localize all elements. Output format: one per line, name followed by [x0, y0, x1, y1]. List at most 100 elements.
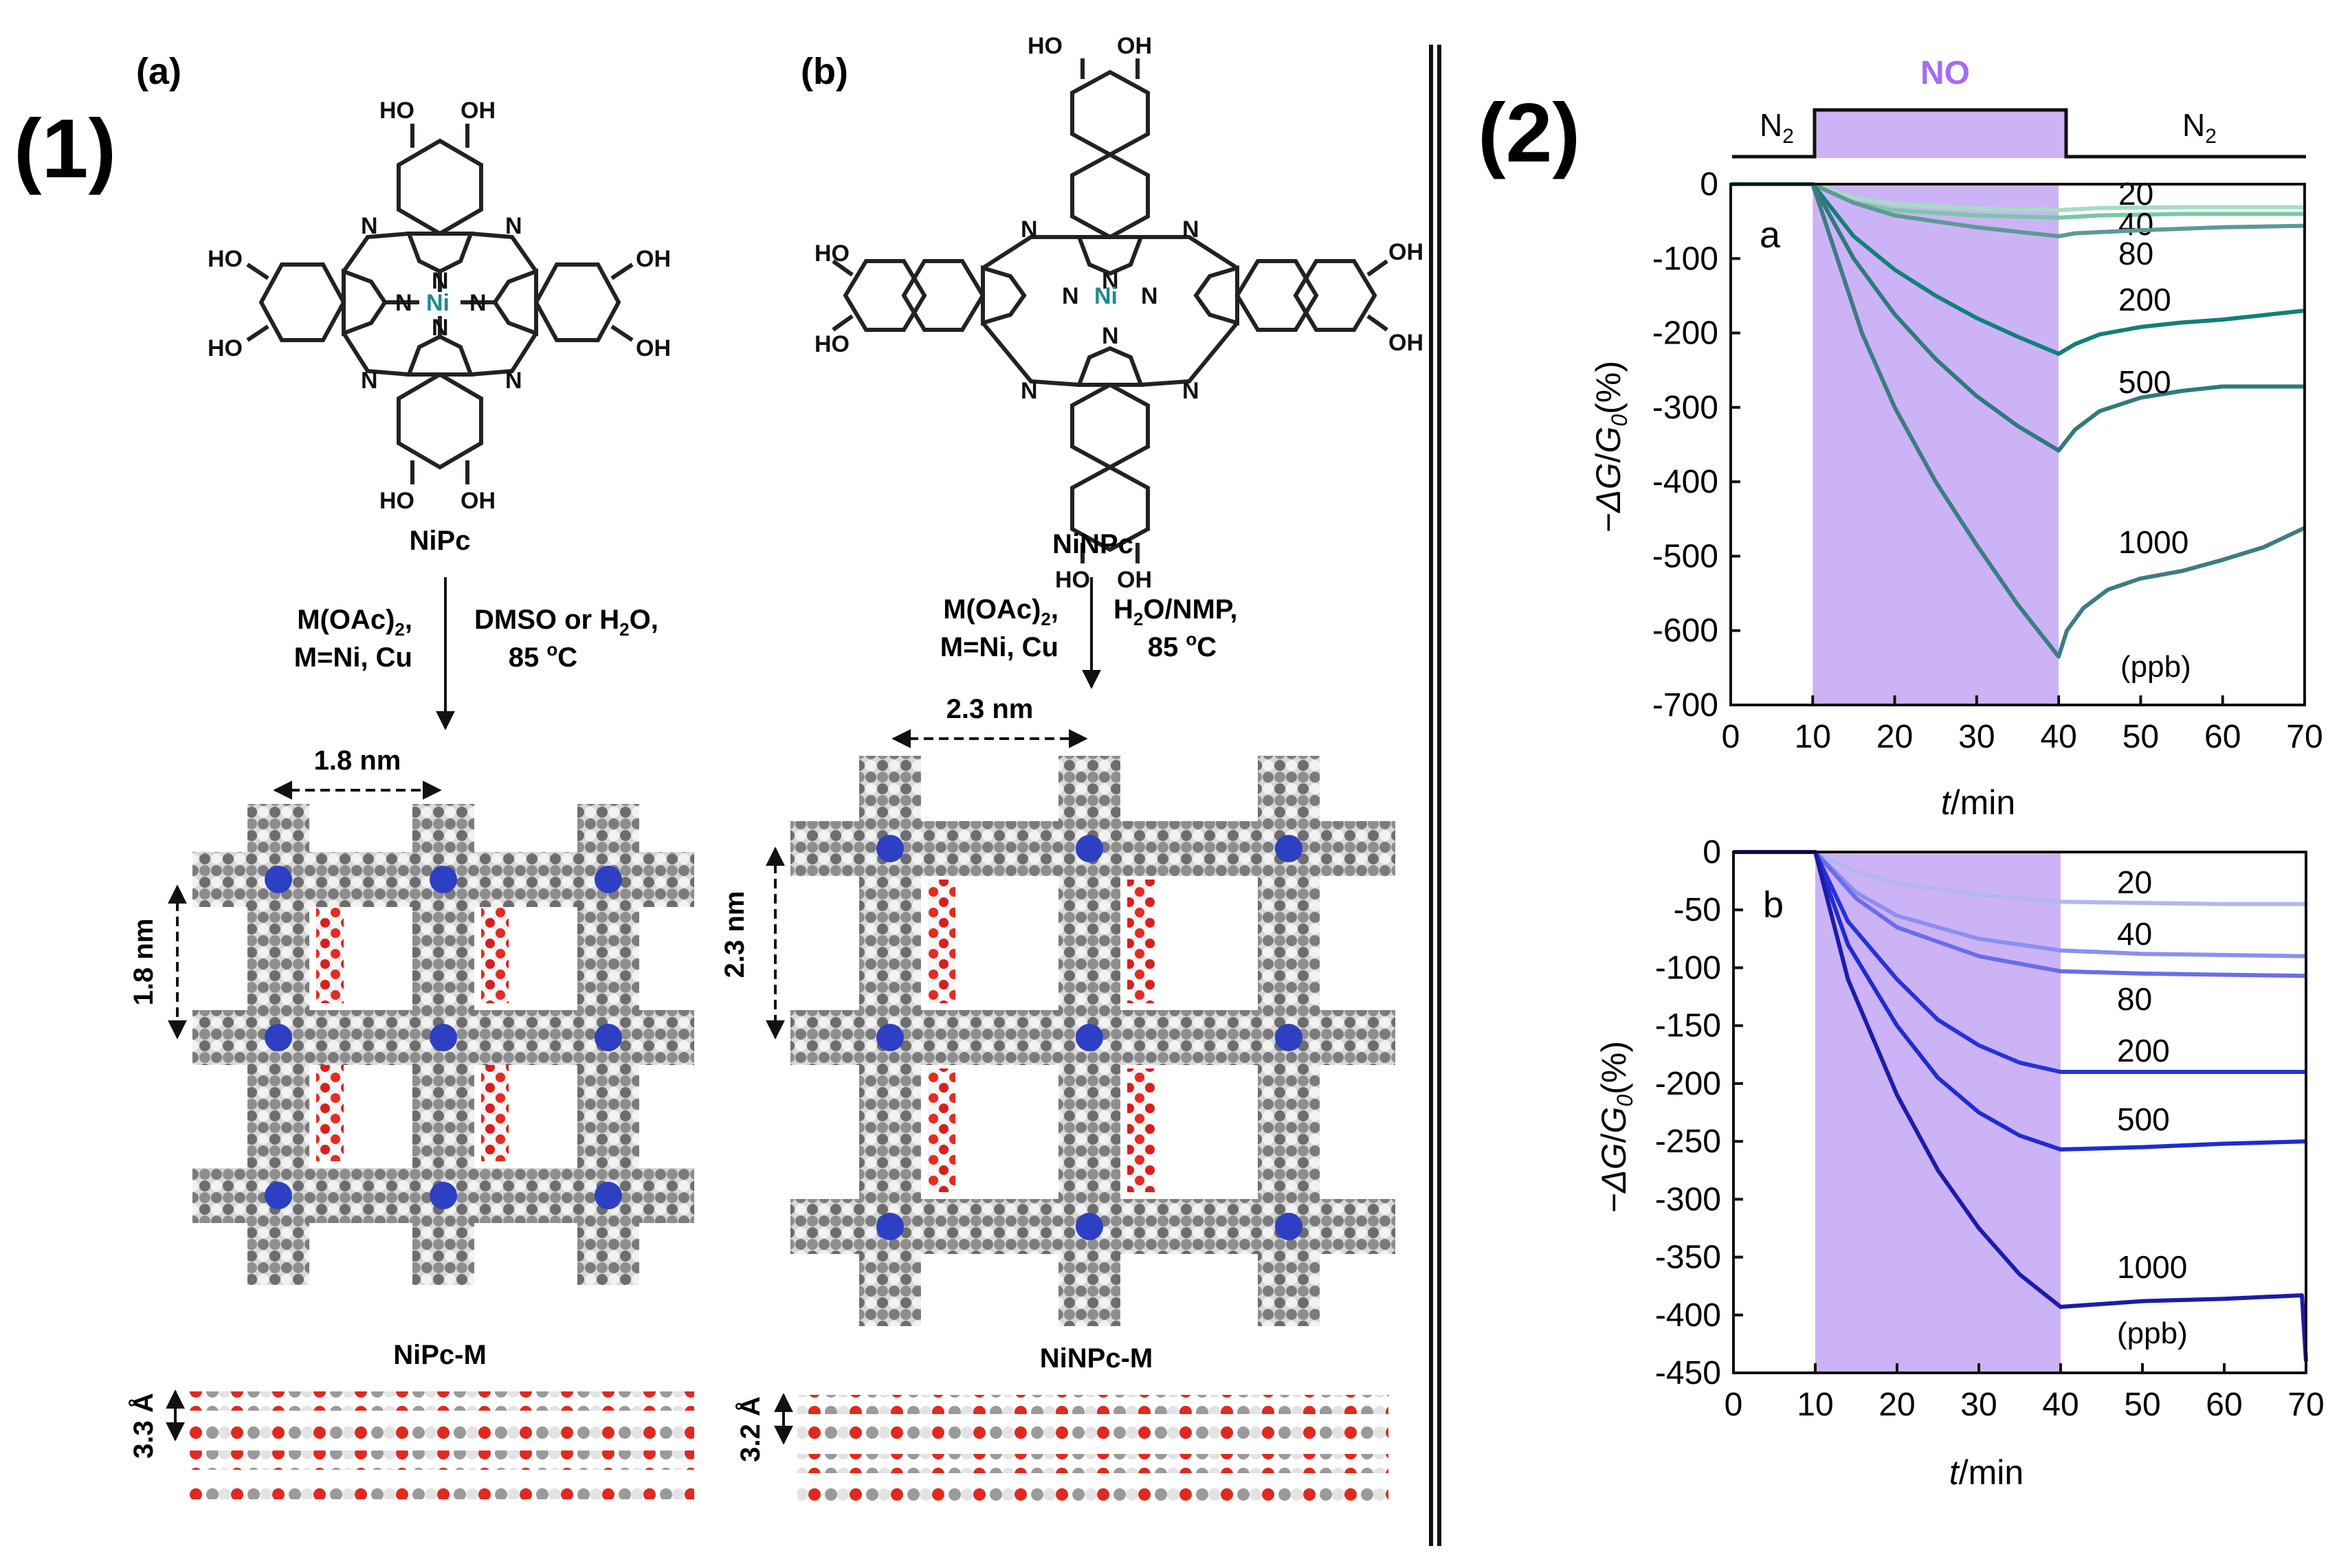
chart-b-series-label-200: 200 [2117, 1033, 2170, 1068]
nipc-n-3: N [361, 368, 378, 394]
chart-b-x-axis-label: t/min [1949, 1453, 2024, 1492]
gas-pulse-before: N2 [1760, 107, 1794, 148]
gas-pulse-during: NO [1920, 55, 1970, 91]
ninpc-frame-node-4 [876, 1024, 904, 1051]
nipc-metal: Ni [426, 290, 450, 316]
ninpc-reagent-2: M=Ni, Cu [940, 632, 1058, 662]
chart-b-series-label-500: 500 [2117, 1101, 2170, 1137]
ninpc-oh-right-1: OH [1388, 239, 1423, 265]
ninpc-ho-left-2: HO [814, 331, 850, 357]
chart-b-panel-letter: b [1763, 884, 1784, 926]
ninpc-frame-node-9 [1275, 1213, 1303, 1240]
panel-1-label: (1) [14, 102, 116, 195]
nipc-oh-right-1: OH [636, 246, 671, 272]
ninpc-n-6: N [1102, 323, 1119, 349]
nipc-layer-1 [189, 1391, 694, 1411]
chart-b-y-tick-label: -350 [1655, 1240, 1721, 1276]
chart-b-series-label-40: 40 [2117, 916, 2152, 952]
chart-a-series-label-1000: 1000 [2118, 524, 2188, 560]
nipc-n-7: N [395, 290, 412, 316]
ninpc-pyrrole-left [981, 265, 1027, 326]
chart-a-series-label-500: 500 [2118, 364, 2171, 400]
chart-b-y-tick-label: -200 [1655, 1066, 1721, 1102]
ninpc-frame-depth-4 [1127, 1068, 1155, 1192]
nipc-ho-bottom: HO [379, 488, 414, 514]
nipc-layer-3 [189, 1451, 694, 1470]
ninpc-aza-bridge-2 [1141, 235, 1239, 270]
chart-a-y-tick-label: -200 [1652, 315, 1718, 352]
ninpc-solvent: H2O/NMP, [1113, 594, 1237, 629]
nipc-pyrrole-top [406, 232, 474, 274]
chart-b-x-tick-label: 60 [2206, 1387, 2242, 1423]
ninpc-aza-bridge-3 [981, 322, 1080, 387]
nipc-n-2: N [505, 213, 522, 239]
chart-a-unit-note: (ppb) [2120, 650, 2191, 684]
ninpc-ring-left-2 [901, 259, 986, 332]
ninpc-frame-node-7 [876, 1213, 904, 1240]
chart-a-series-500 [1731, 182, 2305, 453]
ninpc-n-8: N [1141, 283, 1158, 309]
ninpc-aza-bridge-1 [982, 235, 1079, 270]
chart-a-x-tick-label: 40 [2040, 719, 2076, 755]
chart-a-series-200 [1731, 182, 2305, 356]
chart-b-series-200 [1733, 850, 2306, 1074]
nipc-oh-right-2: OH [636, 335, 671, 361]
ninpc-layer-2 [797, 1424, 1388, 1444]
nipc-framework-name: NiPc-M [393, 1340, 487, 1370]
nipc-pyrrole-left [342, 268, 388, 337]
nipc-n-1: N [361, 213, 378, 239]
panel-1b-label: (b) [801, 51, 848, 92]
ninpc-ho-left-1: HO [814, 240, 850, 267]
nipc-layer-4 [189, 1480, 694, 1499]
ninpc-atom-labels: HO OH HO OH HO HO OH OH N N N N N N N N … [814, 33, 1423, 593]
chart-a-x-tick-label: 50 [2122, 719, 2159, 755]
gas-pulse-diagram: N2 NO N2 [1732, 55, 2306, 159]
nipc-solvent: DMSO or H2O, [474, 605, 658, 640]
ninpc-pyrrole-right [1193, 265, 1239, 326]
nipc-ring-bottom [397, 372, 483, 470]
chart-a-series-80 [1731, 182, 2305, 238]
nipc-frame-node-1 [265, 866, 292, 893]
nipc-ring-top [397, 138, 483, 236]
ninpc-ho-bottom: HO [1055, 567, 1090, 593]
chart-a-x-tick-label: 20 [1876, 719, 1913, 755]
nipc-ho-left-1: HO [208, 246, 243, 272]
nipc-frame-depth-2 [481, 907, 509, 1003]
nipc-frame-depth-4 [481, 1065, 509, 1161]
chart-b-y-tick-label: 0 [1703, 834, 1721, 871]
nipc-structure [246, 124, 634, 484]
chart-b-series-label-20: 20 [2117, 864, 2152, 900]
chart-b-series-label-1000: 1000 [2117, 1249, 2187, 1285]
ninpc-pore-height-label: 2.3 nm [720, 891, 750, 978]
ninpc-frame-node-6 [1275, 1024, 1303, 1051]
chart-b-x-tick-label: 50 [2124, 1387, 2160, 1423]
nipc-frame-node-9 [595, 1182, 622, 1209]
ninpc-layer-1 [797, 1395, 1388, 1414]
ninpc-n-2: N [1182, 216, 1199, 243]
chart-b-y-axis-label: −ΔG/G0(%) [1595, 1041, 1637, 1213]
chart-b-frame [1732, 851, 2307, 1374]
nipc-reagent-2: M=Ni, Cu [294, 642, 412, 673]
chart-b-series-500 [1733, 850, 2307, 1152]
chart-b-series-80 [1733, 850, 2307, 978]
ninpc-structure [832, 58, 1388, 563]
nipc-ring-left [258, 262, 346, 342]
ninpc-ring-top-2 [1070, 152, 1150, 240]
chart-a-no-window [1813, 184, 2059, 705]
chart-b-x-tick-label: 30 [1960, 1387, 1997, 1423]
nipc-conditions: M(OAc)2, M=Ni, Cu DMSO or H2O, 85 oC [294, 605, 658, 673]
ninpc-oh-bond-8 [1366, 314, 1388, 332]
ninpc-frame-depth-2 [1127, 880, 1155, 1003]
nipc-oh-bottom: OH [461, 488, 496, 514]
ninpc-stacking-label: 3.2 Å [735, 1396, 766, 1462]
ninpc-layer-4 [797, 1483, 1388, 1503]
chart-a-y-tick-label: -100 [1652, 240, 1718, 277]
chart-b-series-20 [1733, 850, 2306, 906]
nipc-aza-bridge-2 [470, 232, 538, 273]
ninpc-ring-left-1 [843, 259, 927, 332]
ninpc-pyrrole-top [1076, 235, 1144, 276]
chart-a-y-tick-label: -400 [1652, 464, 1718, 500]
nipc-frame-node-3 [595, 866, 622, 893]
nipc-frame-depth-3 [316, 1065, 344, 1161]
ninpc-oh-bond-7 [1366, 259, 1388, 277]
